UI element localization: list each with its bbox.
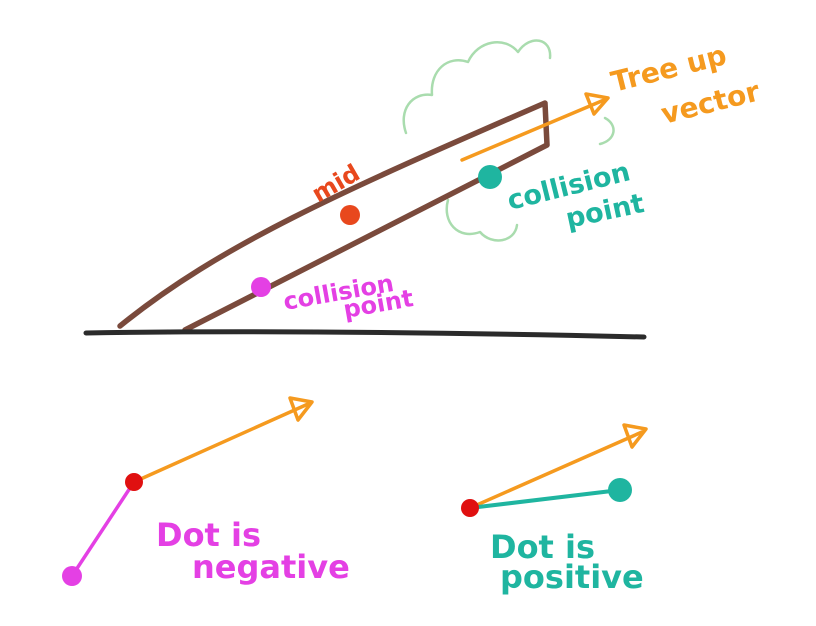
positive-up-arrowhead-icon (622, 423, 648, 449)
ground-line (83, 329, 647, 340)
negative-collision-vector (70, 480, 136, 578)
negative-up-vector (132, 402, 310, 484)
positive-up-vector (468, 430, 644, 510)
foliage-outline-right (598, 116, 615, 146)
positive-label-line2: positive (500, 558, 644, 596)
collision-point-teal (478, 165, 502, 189)
negative-label-line2: negative (192, 548, 350, 586)
negative-label-line1: Dot is (156, 516, 261, 554)
positive-label-line1: Dot is (490, 528, 595, 566)
mid-label: mid (307, 159, 365, 208)
negative-collision-point (62, 566, 82, 586)
tree-up-vector (460, 98, 606, 162)
negative-up-arrowhead-icon (288, 396, 314, 422)
positive-collision-vector (468, 488, 622, 510)
tree-up-arrowhead-icon (584, 92, 610, 116)
mid-point (340, 205, 360, 225)
positive-collision-point (608, 478, 632, 502)
positive-origin-point (461, 499, 479, 517)
tree-trunk (117, 100, 550, 333)
collision-point-magenta (251, 277, 271, 297)
foliage-outline-top (402, 39, 552, 135)
foliage-outline-bottom (445, 198, 519, 242)
negative-origin-point (125, 473, 143, 491)
